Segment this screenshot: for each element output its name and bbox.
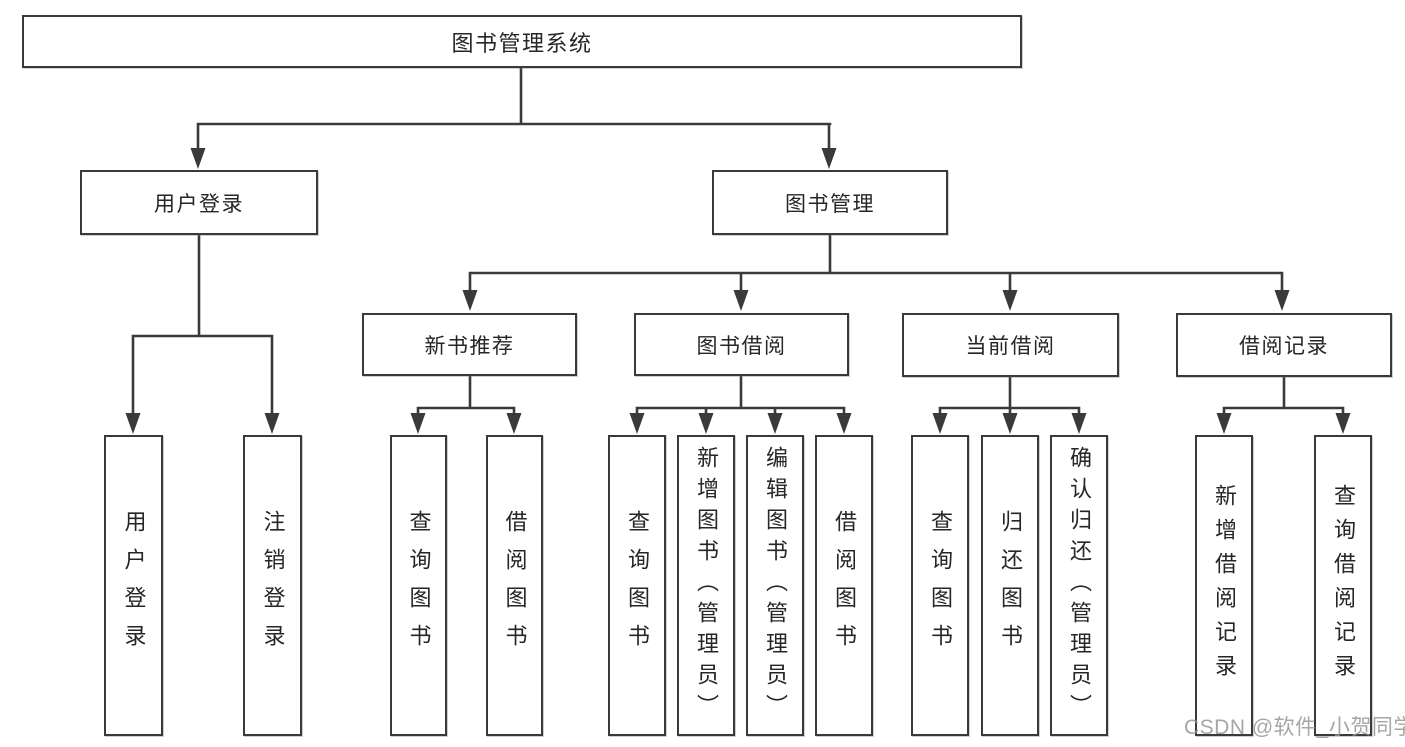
leaf-query-borrow-record: 查询借阅记录 — [1314, 435, 1372, 736]
leaf-add-borrow-record: 新增借阅记录 — [1195, 435, 1253, 736]
node-book-borrowing: 图书借阅 — [634, 313, 849, 376]
node-borrowing-records: 借阅记录 — [1176, 313, 1392, 377]
node-new-book-recommend: 新书推荐 — [362, 313, 577, 376]
leaf-query-books-borrowing: 查询图书 — [608, 435, 666, 736]
leaf-query-books-current: 查询图书 — [911, 435, 969, 736]
leaf-edit-books-admin: 编辑图书（管理员） — [746, 435, 804, 736]
node-user-login: 用户登录 — [80, 170, 318, 235]
leaf-borrow-books-recommend: 借阅图书 — [486, 435, 543, 736]
leaf-confirm-return-admin: 确认归还（管理员） — [1050, 435, 1108, 736]
leaf-user-login: 用户登录 — [104, 435, 163, 736]
watermark: CSDN @软件_小贺同学 — [1184, 716, 1405, 739]
node-book-management: 图书管理 — [712, 170, 948, 235]
leaf-add-books-admin: 新增图书（管理员） — [677, 435, 735, 736]
leaf-query-books-recommend: 查询图书 — [390, 435, 447, 736]
leaf-borrow-books-borrowing: 借阅图书 — [815, 435, 873, 736]
node-library-management-system: 图书管理系统 — [22, 15, 1022, 68]
node-current-borrowing: 当前借阅 — [902, 313, 1119, 377]
leaf-logout: 注销登录 — [243, 435, 302, 736]
leaf-return-books: 归还图书 — [981, 435, 1039, 736]
